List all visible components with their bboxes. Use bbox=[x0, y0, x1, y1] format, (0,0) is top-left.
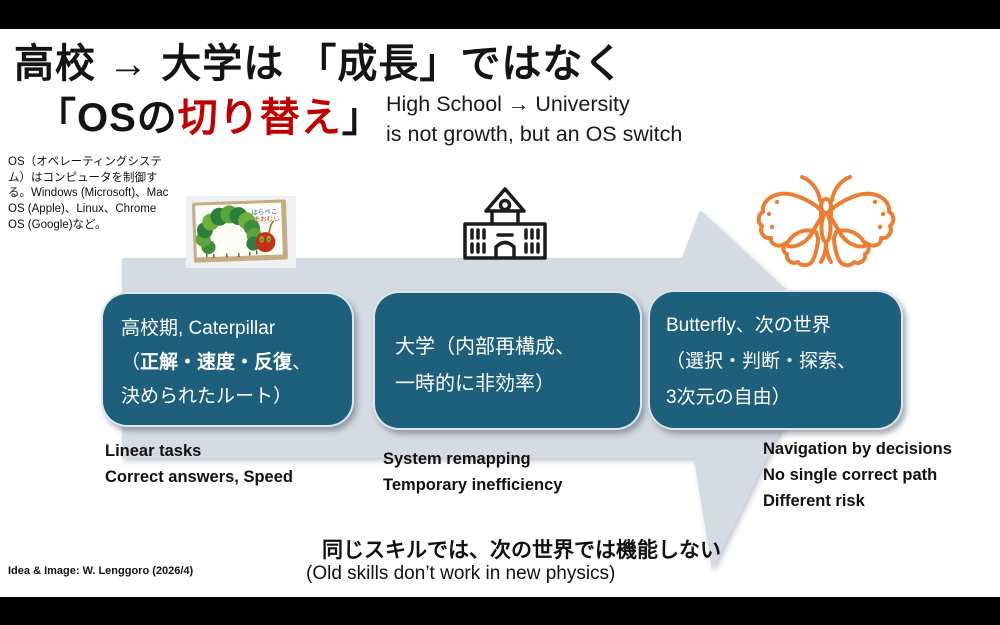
note-line: No single correct path bbox=[763, 466, 938, 484]
box2-line2: 一時的に非効率） bbox=[395, 373, 555, 395]
stage-box-highschool: 高校期, Caterpillar （正解・速度・反復、 決められたルート） bbox=[101, 292, 354, 427]
stage-box-butterfly: Butterfly、次の世界 （選択・判断・探索、 3次元の自由） bbox=[648, 290, 903, 430]
box3-line1: Butterfly、次の世界 bbox=[666, 315, 831, 336]
box1-line2-bold: 正解・速度・反復 bbox=[140, 352, 293, 373]
box3-line3: 3次元の自由） bbox=[666, 387, 791, 408]
box1-line2-post: 、 bbox=[292, 352, 312, 373]
subtitle-en: High School → University is not growth, … bbox=[386, 89, 682, 149]
title-jp-line2: 「OSの切り替え」 bbox=[36, 85, 383, 143]
book-title-line1: はらぺこ bbox=[251, 208, 277, 217]
school-building-icon bbox=[463, 187, 547, 260]
notes-university: System remapping Temporary inefficiency bbox=[383, 446, 562, 498]
box2-line1: 大学（内部再構成、 bbox=[395, 336, 575, 358]
book-title-line2: あおむし bbox=[253, 215, 279, 224]
notes-butterfly: Navigation by decisions No single correc… bbox=[763, 436, 952, 514]
box1-line3: 決められたルート） bbox=[121, 386, 293, 407]
note-line: System remapping bbox=[383, 450, 531, 468]
title-jp-line2-pre: 「OSの bbox=[36, 96, 178, 140]
os-definition-note: OS（オペレーティングシステム）はコンピュータを制御する。Windows (Mi… bbox=[8, 156, 169, 231]
title-jp-line2-post: 」 bbox=[341, 96, 383, 140]
box1-line2-pre: （ bbox=[121, 352, 141, 373]
box3-line2: （選択・判断・探索、 bbox=[666, 351, 857, 372]
butterfly-icon bbox=[756, 175, 896, 268]
note-line: Navigation by decisions bbox=[763, 440, 952, 458]
box1-line1: 高校期, Caterpillar bbox=[121, 318, 276, 339]
bottom-statement-jp: 同じスキルでは、次の世界では機能しない bbox=[322, 539, 721, 562]
note-line: Linear tasks bbox=[105, 442, 202, 460]
caterpillar-illustration: はらぺこ あおむし bbox=[192, 199, 288, 263]
bottom-statement-en: (Old skills don’t work in new physics) bbox=[306, 563, 616, 584]
caterpillar-book-image: はらぺこ あおむし bbox=[186, 196, 296, 268]
notes-highschool: Linear tasks Correct answers, Speed bbox=[105, 438, 293, 490]
slide-area: 高校 → 大学は 「成長」ではなく 「OSの切り替え」 High School … bbox=[0, 29, 1000, 597]
box1-line2: （正解・速度・反復、 bbox=[121, 346, 352, 380]
title-jp-line2-red: 切り替え bbox=[177, 96, 342, 140]
credit-text: Idea & Image: W. Lenggoro (2026/4) bbox=[8, 565, 194, 577]
title-jp-line1: 高校 → 大学は 「成長」ではなく bbox=[14, 42, 625, 86]
note-line: Temporary inefficiency bbox=[383, 476, 563, 494]
note-line: Different risk bbox=[763, 492, 865, 510]
note-line: Correct answers, Speed bbox=[105, 468, 293, 486]
stage-box-university: 大学（内部再構成、 一時的に非効率） bbox=[373, 291, 642, 430]
subtitle-en-line2: is not growth, but an OS switch bbox=[386, 122, 683, 146]
subtitle-en-line1: High School → University bbox=[386, 92, 630, 116]
